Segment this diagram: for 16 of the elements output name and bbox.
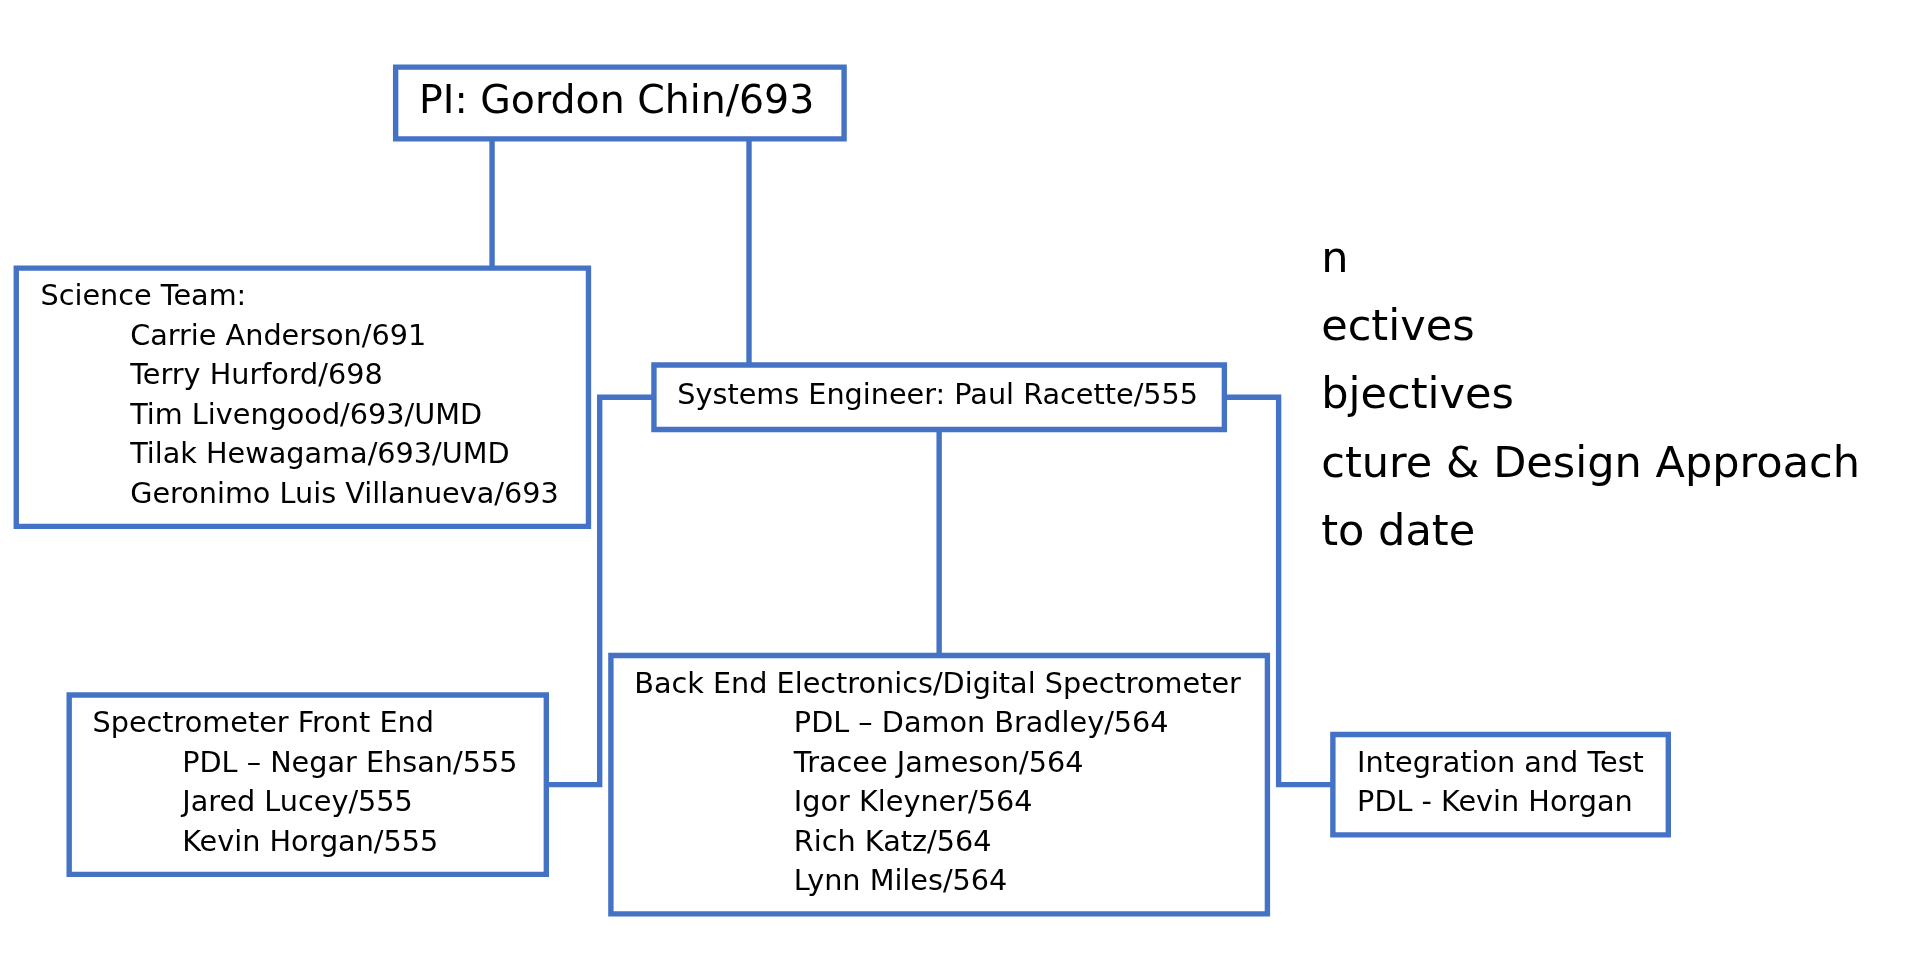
label: bjectives <box>1321 367 1514 418</box>
connector <box>489 138 495 268</box>
node-box: Integration and Test PDL - Kevin Horgan <box>1330 731 1671 838</box>
node-box: Science Team: Carrie Anderson/691 Terry Hurford/698 Tim Livengood/693/UMD Tilak Hewagama/693/UMD Geronimo Luis Villanueva/693 <box>13 264 592 529</box>
node-box: Systems Engineer: Paul Racette/555 <box>651 361 1228 432</box>
node-box: Spectrometer Front End PDL – Negar Ehsan/555 Jared Lucey/555 Kevin Horgan/555 <box>66 691 549 877</box>
label: ectives <box>1321 299 1475 350</box>
connector <box>936 429 942 655</box>
connector <box>746 138 752 364</box>
connector <box>1224 394 1333 787</box>
node-box: Back End Electronics/Digital Spectrometer PDL – Damon Bradley/564 Tracee Jameson/564 Igor Kleyner/564 Rich Katz/564 Lynn Miles/564 <box>608 652 1271 917</box>
node-box: PI: Gordon Chin/693 <box>392 64 847 142</box>
label: to date <box>1321 504 1476 555</box>
label: n <box>1321 231 1349 282</box>
label: cture & Design Approach <box>1321 436 1861 487</box>
connector <box>546 394 654 787</box>
